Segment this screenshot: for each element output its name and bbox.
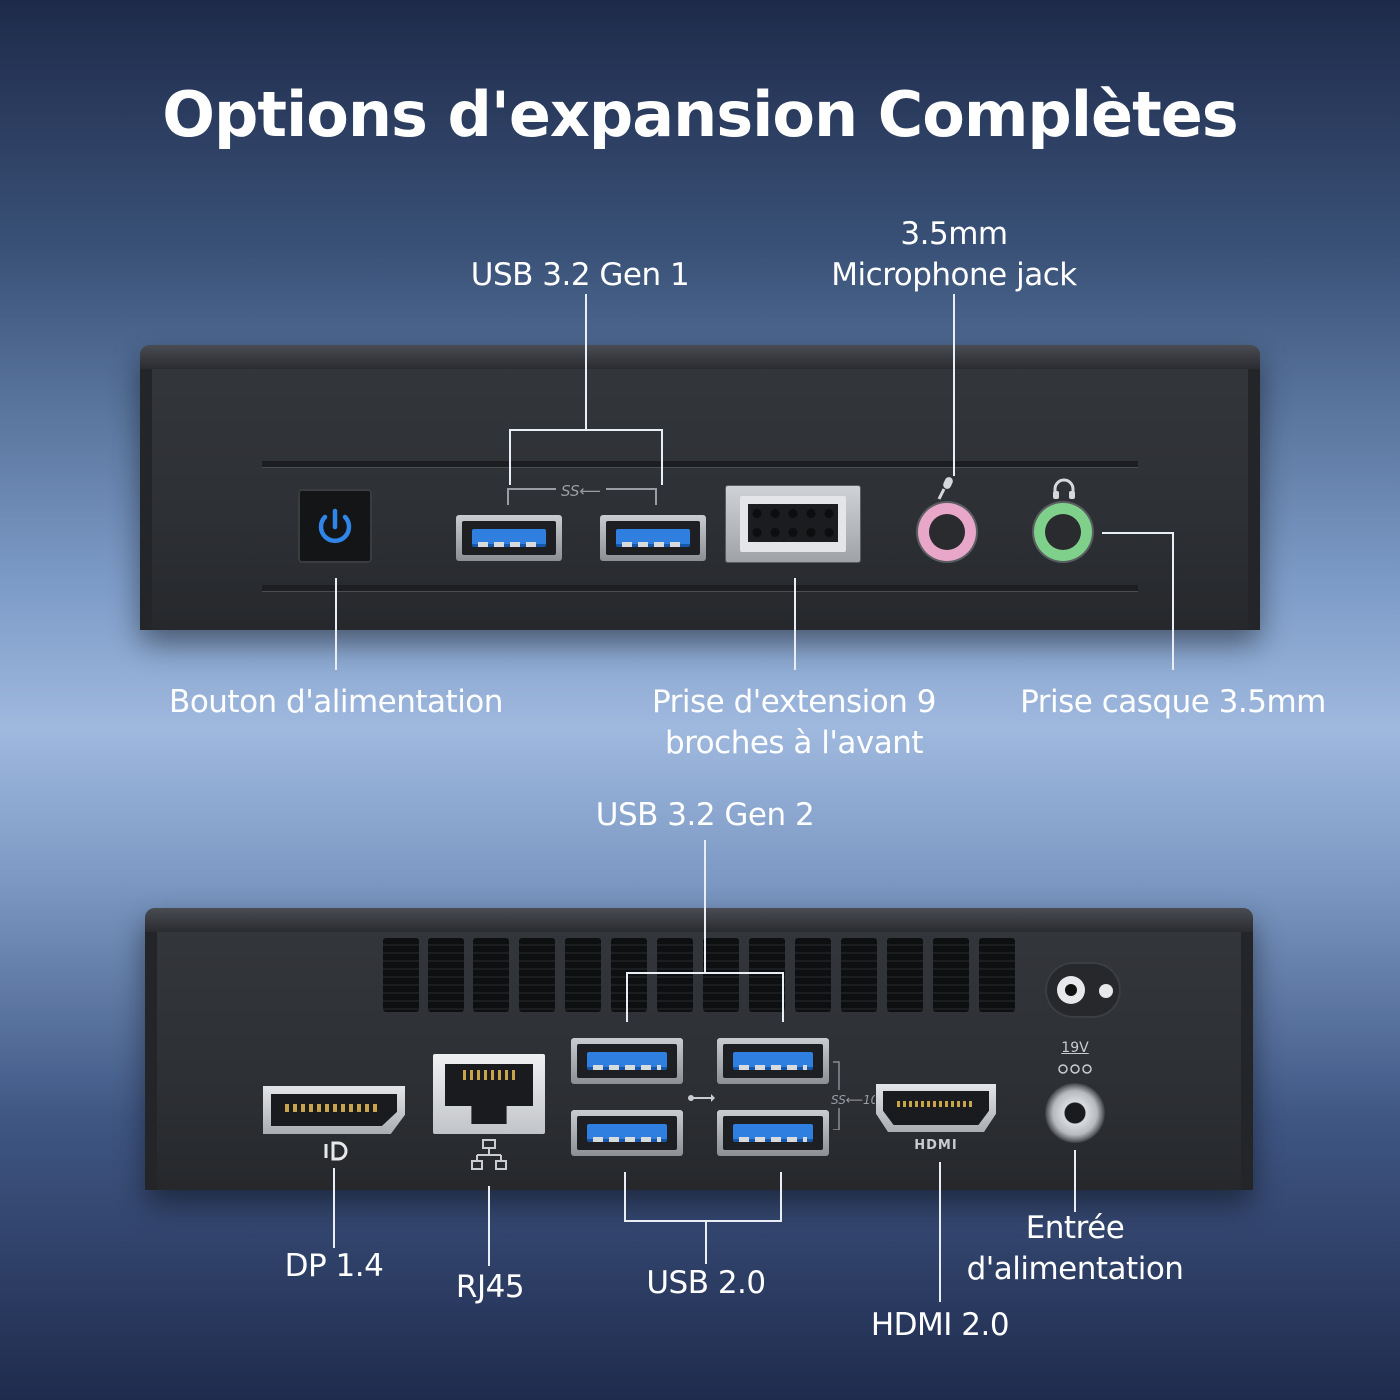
vent-slot	[611, 938, 647, 1012]
vent-slot	[383, 938, 419, 1012]
vent-slot	[887, 938, 923, 1012]
leader-rj45	[488, 1186, 490, 1266]
vent-slot	[428, 938, 464, 1012]
microphone-icon	[937, 477, 953, 500]
leader-extension	[794, 578, 796, 670]
usb32-gen2-port-1[interactable]	[571, 1038, 683, 1084]
leader-hdmi	[939, 1162, 941, 1302]
vent-slot	[795, 938, 831, 1012]
vent-slot	[703, 938, 739, 1012]
hdmi-logo: HDMI	[914, 1138, 958, 1153]
label-usb32-gen1: USB 3.2 Gen 1	[470, 257, 690, 293]
label-power-in-line2: d'alimentation	[966, 1251, 1184, 1287]
leader-headphone	[1102, 532, 1174, 534]
label-headphone: Prise casque 3.5mm	[1020, 684, 1326, 720]
vent-slot	[519, 938, 555, 1012]
front-panel-device: SS⟵	[140, 345, 1260, 630]
displayport-icon	[324, 1141, 348, 1161]
leader-power-button	[335, 578, 337, 670]
vent-slot	[473, 938, 509, 1012]
dc-power-jack[interactable]	[1045, 1083, 1105, 1143]
usb20-port-2[interactable]	[717, 1110, 829, 1156]
label-power-in-line1: Entrée	[1025, 1210, 1125, 1246]
device-top-edge	[140, 345, 1260, 369]
leader-usb20	[624, 1172, 626, 1222]
polarity-icon	[1058, 1064, 1092, 1074]
label-extension-line1: Prise d'extension 9	[652, 684, 937, 720]
leader-usb32-gen1	[585, 294, 587, 430]
vent-slot	[933, 938, 969, 1012]
label-rj45: RJ45	[455, 1269, 525, 1305]
label-mic-line2: Microphone jack	[831, 257, 1077, 293]
label-usb32-gen2: USB 3.2 Gen 2	[595, 797, 815, 833]
vent-slot	[657, 938, 693, 1012]
usb32-gen1-port-2[interactable]	[600, 515, 706, 561]
label-dp: DP 1.4	[284, 1248, 384, 1284]
front-groove-bottom	[262, 585, 1138, 592]
headphone-icon	[1053, 478, 1075, 499]
network-icon	[471, 1139, 507, 1170]
usb20-port-1[interactable]	[571, 1110, 683, 1156]
leader-dp	[333, 1168, 335, 1248]
vent-slot	[979, 938, 1015, 1012]
power-icon	[318, 508, 352, 544]
leader-usb32-gen2	[704, 840, 706, 974]
label-usb20: USB 2.0	[646, 1265, 766, 1301]
label-power-button: Bouton d'alimentation	[169, 684, 503, 720]
usb-ss-text: SS⟵	[561, 483, 601, 500]
usb-icon	[688, 1094, 715, 1102]
leader-power-in	[1074, 1150, 1076, 1212]
front-groove-top	[262, 461, 1138, 468]
9-pin-extension-header[interactable]	[725, 485, 861, 563]
usb32-gen1-port-1[interactable]	[456, 515, 562, 561]
voltage-label: 19V	[1061, 1040, 1089, 1056]
displayport-port[interactable]	[263, 1086, 405, 1134]
microphone-jack[interactable]	[918, 503, 976, 561]
hdmi-port[interactable]	[876, 1084, 996, 1132]
device-top-edge	[145, 908, 1253, 932]
usb-ss10-mark: SS⟵10	[831, 1061, 875, 1130]
rj45-port[interactable]	[433, 1054, 545, 1134]
page-title: Options d'expansion Complètes	[162, 78, 1238, 151]
usb-ss-mark: SS⟵	[507, 483, 657, 505]
headphone-jack[interactable]	[1034, 503, 1092, 561]
leader-mic	[953, 294, 955, 476]
kensington-lock-slot[interactable]	[1045, 962, 1121, 1018]
vent-slot	[565, 938, 601, 1012]
usb-ss10-text: SS⟵10	[831, 1093, 875, 1107]
power-button[interactable]	[298, 489, 372, 563]
label-hdmi: HDMI 2.0	[870, 1307, 1010, 1343]
label-extension-line2: broches à l'avant	[664, 725, 924, 761]
label-mic-line1: 3.5mm	[900, 216, 1008, 252]
vent-slot	[841, 938, 877, 1012]
vent-slot	[749, 938, 785, 1012]
usb32-gen2-port-2[interactable]	[717, 1038, 829, 1084]
rear-panel-device: SS⟵10 HDMI 19V	[145, 908, 1253, 1190]
